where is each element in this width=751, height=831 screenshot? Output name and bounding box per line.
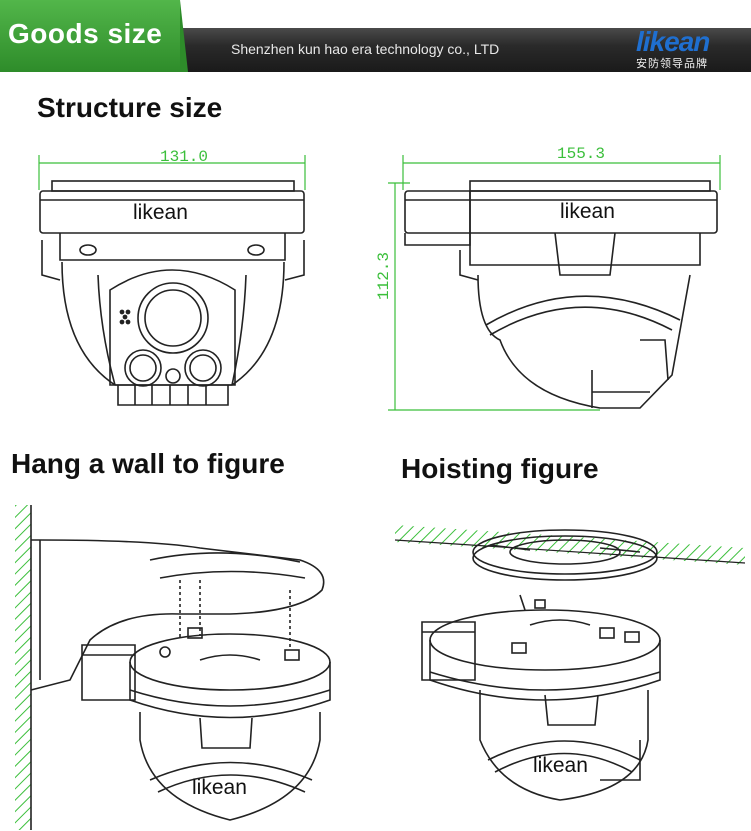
header-tag-edge bbox=[180, 0, 188, 72]
side-width-dimension: 155.3 bbox=[557, 145, 605, 163]
side-height-dimension: 112.3 bbox=[375, 252, 393, 300]
structure-size-title: Structure size bbox=[37, 92, 223, 123]
hang-wall-title: Hang a wall to figure bbox=[11, 448, 285, 479]
front-width-dimension: 131.0 bbox=[160, 148, 208, 166]
header-banner: Goods size Shenzhen kun hao era technolo… bbox=[0, 0, 751, 72]
side-camera-label: likean bbox=[560, 200, 615, 223]
header-green-tag bbox=[0, 0, 180, 72]
front-view-drawing bbox=[38, 155, 306, 406]
front-camera-label: likean bbox=[133, 201, 188, 224]
wall-camera-label: likean bbox=[192, 776, 247, 799]
goods-size-title: Goods size bbox=[8, 18, 163, 49]
wall-mount-drawing: likean bbox=[15, 505, 331, 830]
hoisting-title: Hoisting figure bbox=[401, 453, 599, 484]
brand-slogan: 安防领导品牌 bbox=[636, 58, 708, 70]
company-name: Shenzhen kun hao era technology co., LTD bbox=[231, 41, 500, 57]
side-view-drawing bbox=[388, 155, 721, 411]
ceiling-mount-drawing: likean bbox=[394, 525, 746, 801]
brand-logo: likean bbox=[636, 26, 710, 57]
ceiling-camera-label: likean bbox=[533, 754, 588, 777]
